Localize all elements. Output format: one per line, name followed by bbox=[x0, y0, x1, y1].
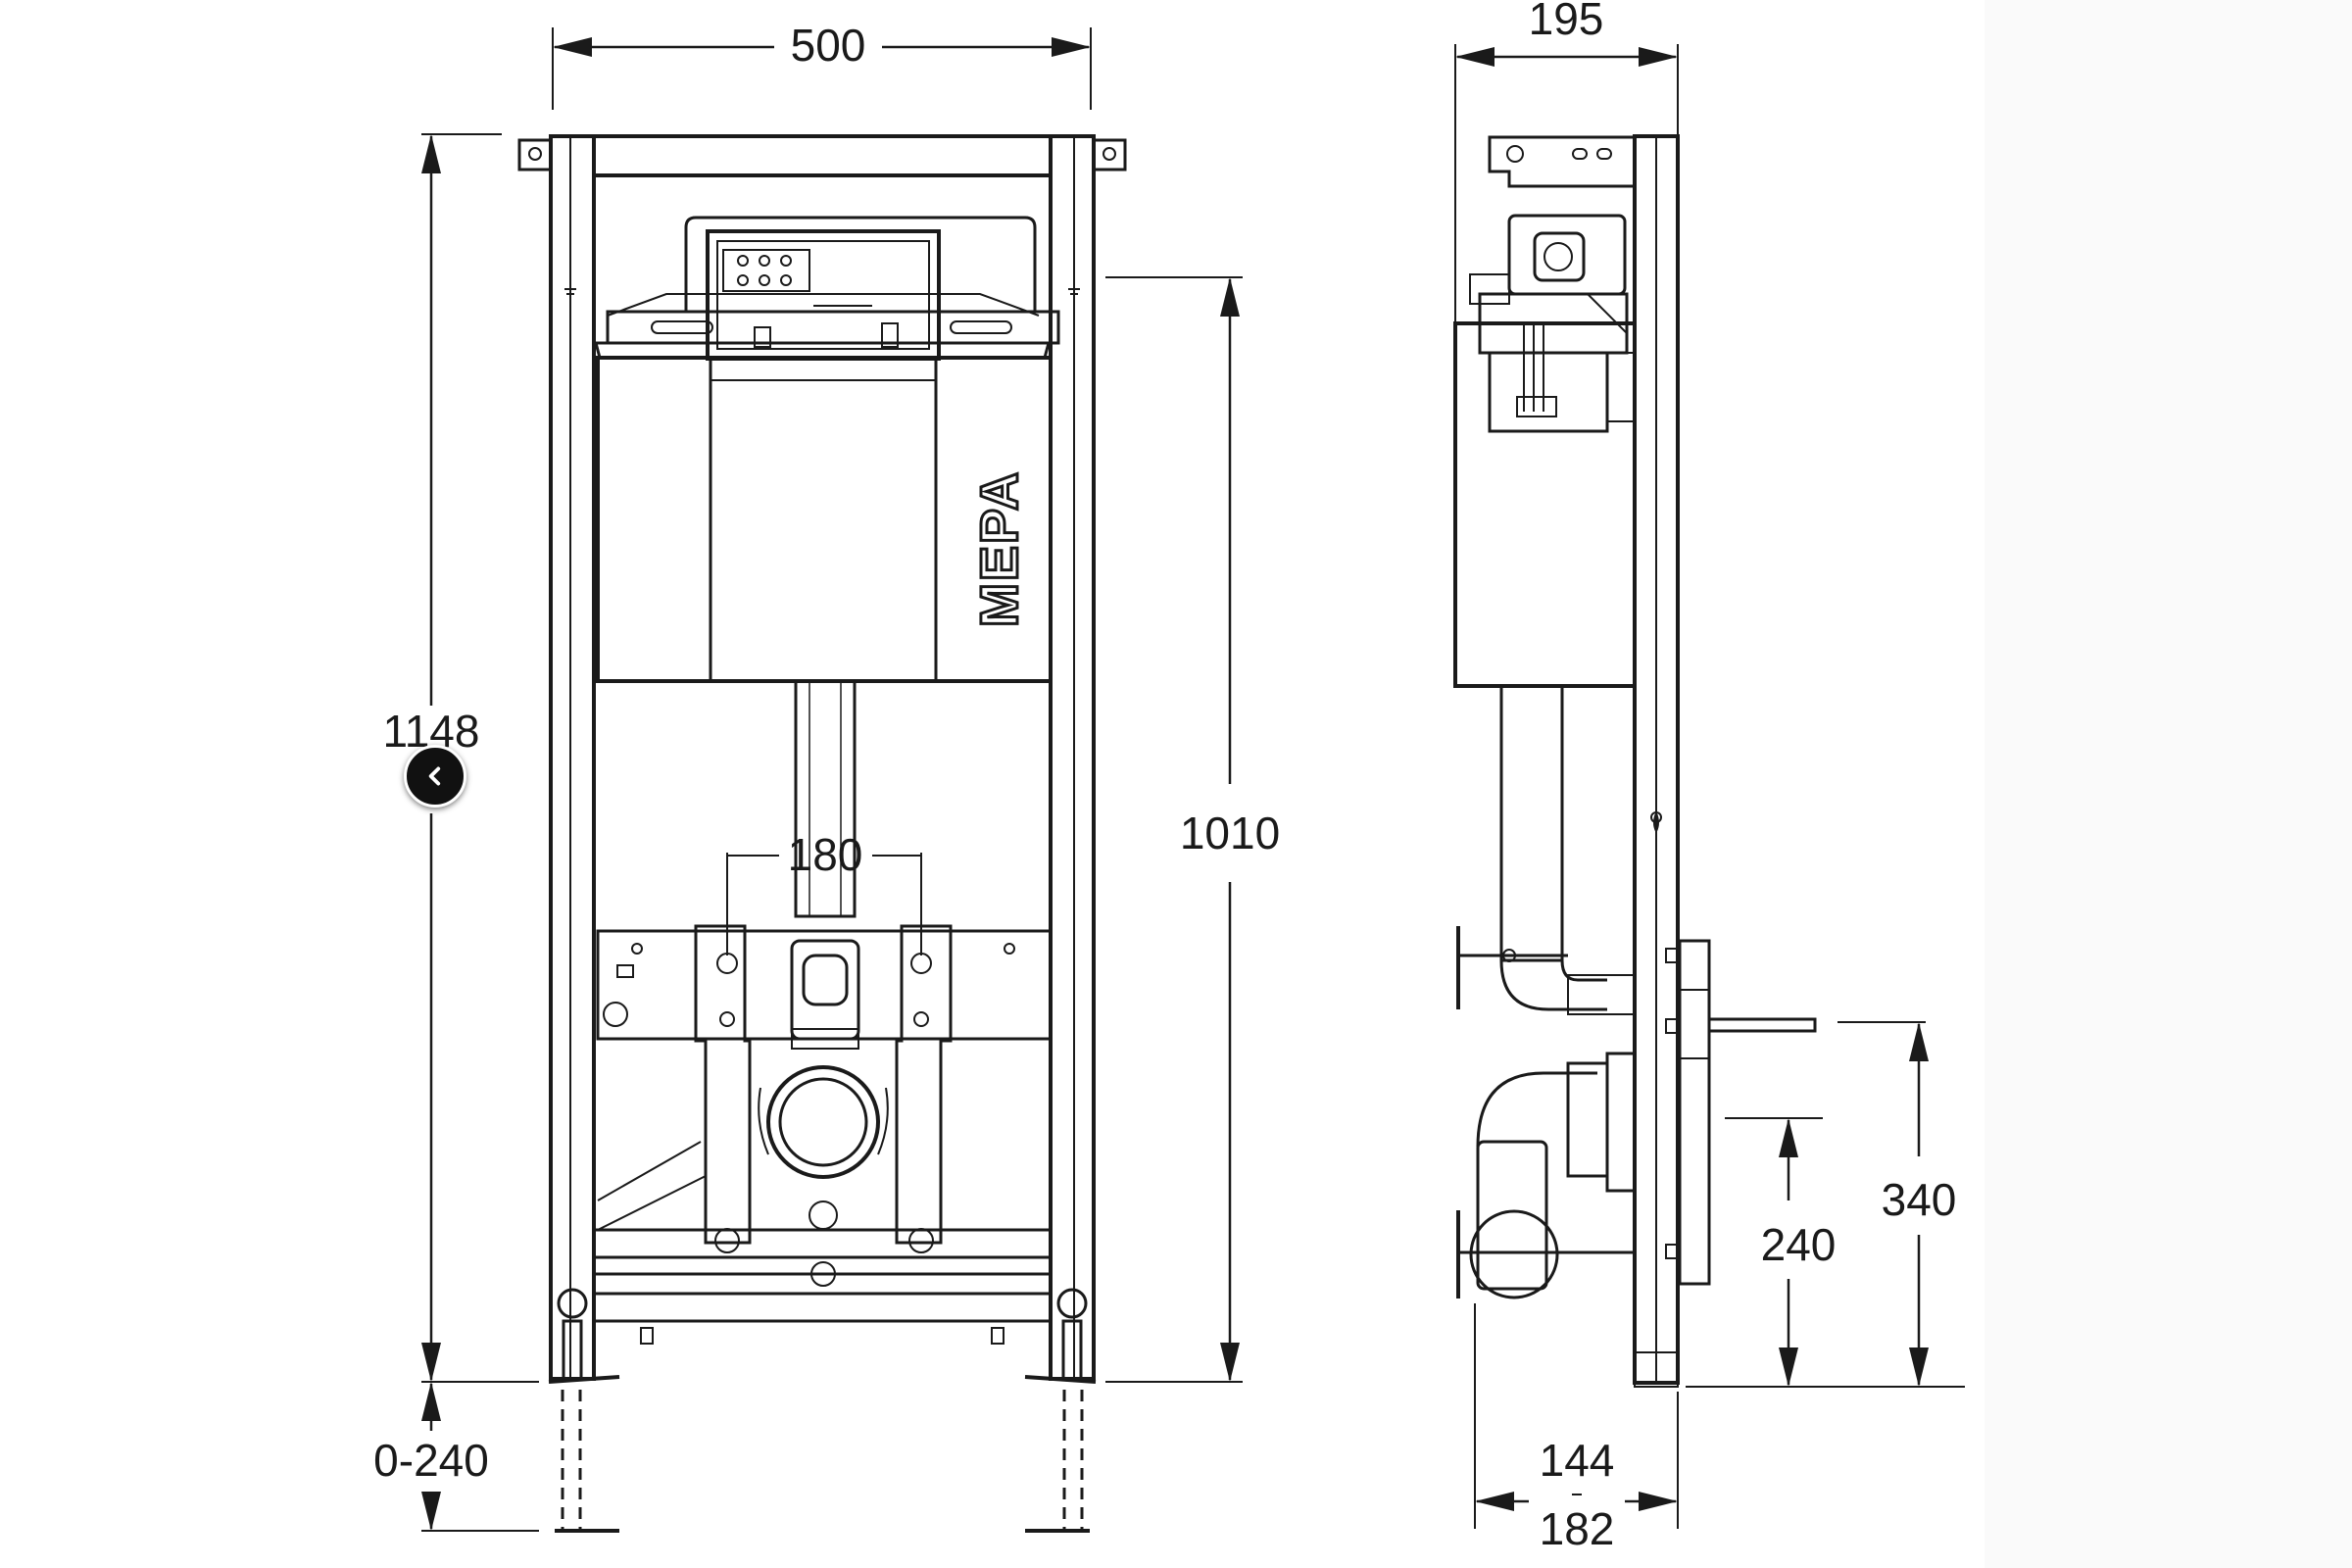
dim-outlet-height-240: 240 bbox=[1761, 1219, 1837, 1270]
front-dimension-lines bbox=[421, 36, 1240, 1531]
dim-bolt-spacing-180: 180 bbox=[788, 829, 863, 880]
brand-logo: MEPA bbox=[970, 470, 1029, 627]
side-view bbox=[1453, 44, 1965, 1529]
dim-leg-adjust: 0-240 bbox=[373, 1435, 489, 1486]
viewer-left-margin bbox=[0, 0, 372, 1568]
dim-drain-height-340: 340 bbox=[1882, 1174, 1957, 1225]
dim-flush-height-1010: 1010 bbox=[1180, 808, 1280, 858]
side-dimension-lines bbox=[1455, 47, 1929, 1511]
dim-min-depth-144: 144 bbox=[1540, 1435, 1615, 1486]
front-view bbox=[421, 27, 1243, 1533]
dim-depth-195: 195 bbox=[1529, 0, 1604, 44]
dim-width-500: 500 bbox=[791, 20, 866, 71]
dim-max-depth-182: 182 bbox=[1540, 1503, 1615, 1554]
chevron-left-icon bbox=[428, 766, 441, 786]
previous-image-button[interactable] bbox=[404, 745, 466, 808]
viewer-right-margin bbox=[1984, 0, 2352, 1568]
